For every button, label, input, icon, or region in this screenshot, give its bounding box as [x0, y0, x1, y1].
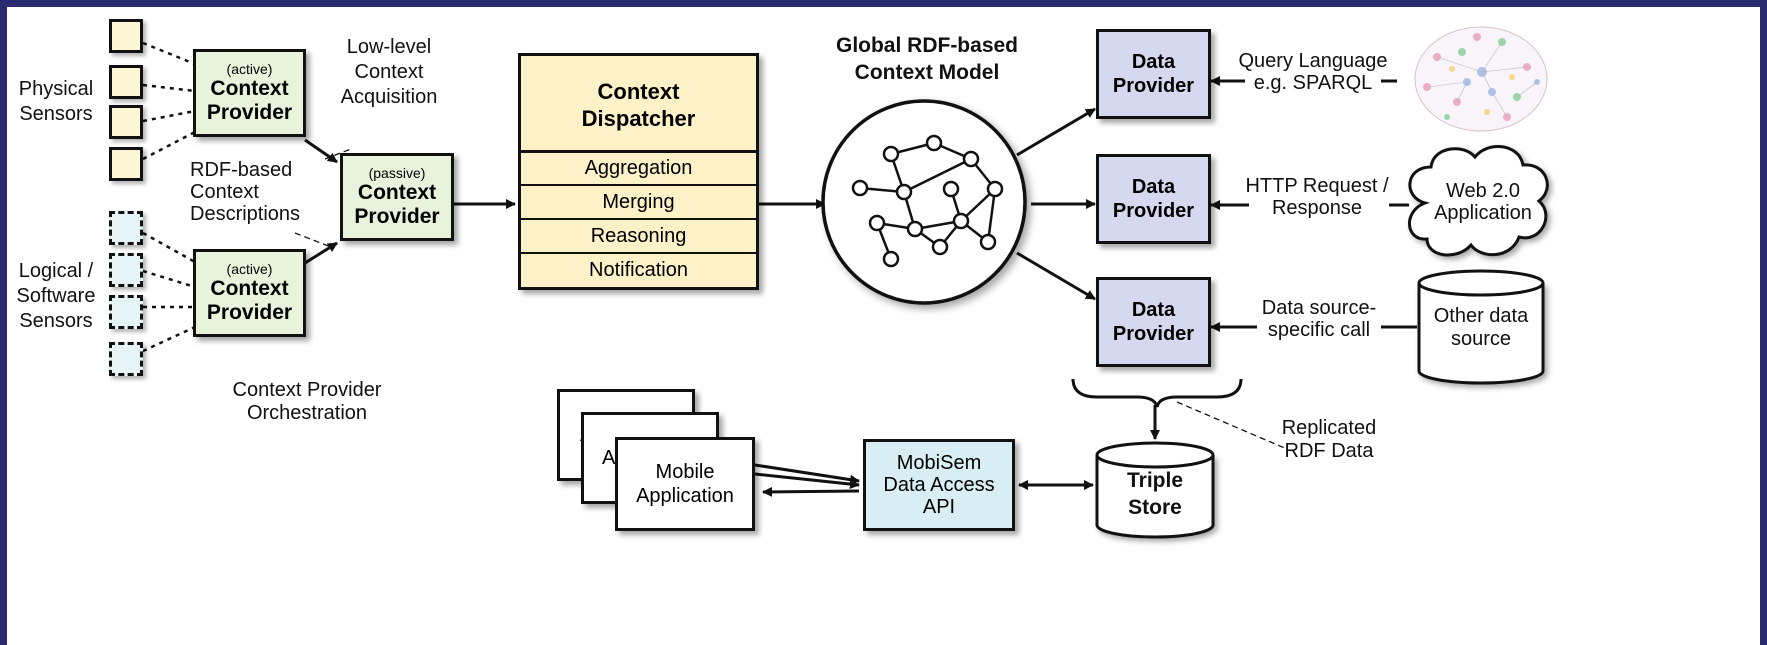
- provider-type-tag: (passive): [368, 165, 426, 181]
- api-label: MobiSem Data Access API: [883, 452, 995, 518]
- diagram-canvas: Physical Sensors Logical / Software Sens…: [7, 7, 1760, 645]
- physical-sensor-1: [109, 19, 143, 53]
- mobisem-api: MobiSem Data Access API: [863, 439, 1015, 531]
- mobile-application: Mobile Application: [615, 437, 755, 531]
- physical-sensor-2: [109, 65, 143, 99]
- rdf-descriptions-label: RDF-based Context Descriptions: [190, 159, 301, 225]
- provider-type-tag: (active): [226, 61, 273, 77]
- replicated-rdf-label: Replicated RDF Data: [1281, 417, 1377, 462]
- data-source-call-label: Data source- specific call: [1261, 297, 1377, 341]
- dispatcher-title: Context Dispatcher: [581, 79, 696, 131]
- logical-sensor-4: [109, 342, 143, 376]
- provider-name: Context Provider: [354, 181, 440, 228]
- logical-sensor-2: [109, 253, 143, 287]
- other-data-source-label: Other data source: [1433, 305, 1529, 350]
- triple-store-label: Triple Store: [1126, 469, 1184, 519]
- dispatcher-row-reasoning: Reasoning: [521, 218, 756, 252]
- logical-sensor-3: [109, 295, 143, 329]
- logical-sensors-label: Logical / Software Sensors: [16, 260, 96, 332]
- dispatcher-row-aggregation: Aggregation: [521, 150, 756, 184]
- physical-sensor-3: [109, 105, 143, 139]
- context-dispatcher: Context Dispatcher Aggregation Merging R…: [518, 53, 759, 290]
- data-provider-web: Data Provider: [1096, 154, 1211, 244]
- connectors-layer: [142, 41, 1417, 497]
- dispatcher-row-merging: Merging: [521, 184, 756, 218]
- provider-name: Context Provider: [206, 277, 293, 324]
- data-provider-sparql: Data Provider: [1096, 29, 1211, 119]
- physical-sensor-4: [109, 147, 143, 181]
- mobile-application-label: Mobile Application: [636, 461, 734, 507]
- low-level-acquisition-label: Low-level Context Acquisition: [340, 36, 438, 108]
- dispatcher-row-notification: Notification: [521, 252, 756, 287]
- data-provider-other: Data Provider: [1096, 277, 1211, 367]
- web-application-label: Web 2.0 Application: [1434, 180, 1532, 224]
- provider-type-tag: (active): [226, 261, 273, 277]
- physical-sensors-label: Physical Sensors: [18, 78, 94, 125]
- active-context-provider-top: (active) Context Provider: [193, 49, 306, 137]
- active-context-provider-bottom: (active) Context Provider: [193, 249, 306, 337]
- orchestration-label: Context Provider Orchestration: [232, 379, 382, 424]
- logical-sensor-1: [109, 211, 143, 245]
- passive-context-provider: (passive) Context Provider: [340, 153, 454, 241]
- provider-name: Context Provider: [206, 77, 293, 124]
- data-provider-label: Data Provider: [1112, 51, 1195, 97]
- http-label: HTTP Request / Response: [1245, 175, 1389, 219]
- query-language-label: Query Language e.g. SPARQL: [1238, 50, 1388, 94]
- global-model-title: Global RDF-based Context Model: [835, 34, 1019, 84]
- mobile-app-middle-label: A: [602, 446, 616, 469]
- data-provider-label: Data Provider: [1112, 176, 1195, 222]
- data-provider-label: Data Provider: [1112, 299, 1195, 345]
